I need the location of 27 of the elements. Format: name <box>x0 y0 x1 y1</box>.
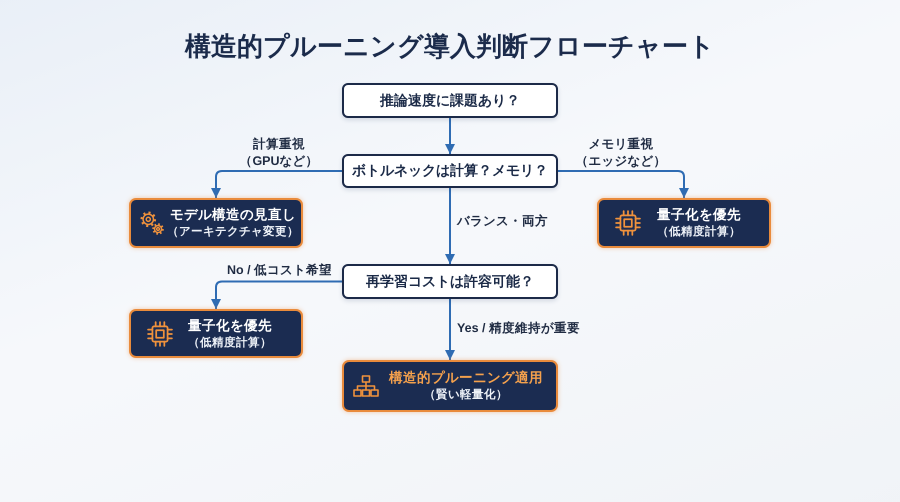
arrow <box>445 118 455 154</box>
decision-box: 推論速度に課題あり？ <box>342 83 558 118</box>
outcome-note: （低精度計算） <box>657 224 741 240</box>
edge-label: 計算重視（GPUなど） <box>239 136 319 169</box>
edge-label: No / 低コスト希望 <box>227 262 332 278</box>
arrow <box>445 188 455 264</box>
decision-box: ボトルネックは計算？メモリ？ <box>342 154 558 188</box>
title: 構造的プルーニング導入判断フローチャート <box>185 30 715 63</box>
outcome-title: 構造的プルーニング適用 <box>389 369 543 387</box>
outcome-box <box>597 198 771 248</box>
outcome-note: （アーキテクチャ変更） <box>167 224 299 240</box>
decision-box: 再学習コストは許容可能？ <box>342 264 558 299</box>
arrow <box>445 299 455 360</box>
outcome-note: （賢い軽量化） <box>424 388 508 403</box>
outcome-box <box>342 360 558 412</box>
edge-label: バランス・両方 <box>457 213 548 230</box>
outcome-title: モデル構造の見直し <box>170 206 296 224</box>
arrow <box>211 280 342 309</box>
outcome-note: （低精度計算） <box>188 335 272 350</box>
outcome-box <box>129 198 303 248</box>
outcome-title: 量子化を優先 <box>657 206 741 224</box>
edge-label: メモリ重視（エッジなど） <box>576 136 666 169</box>
edge-label: Yes / 精度維持が重要 <box>457 320 580 336</box>
outcome-box <box>129 309 303 358</box>
arrow <box>558 170 689 198</box>
arrow <box>211 170 342 198</box>
outcome-title: 量子化を優先 <box>188 316 272 334</box>
